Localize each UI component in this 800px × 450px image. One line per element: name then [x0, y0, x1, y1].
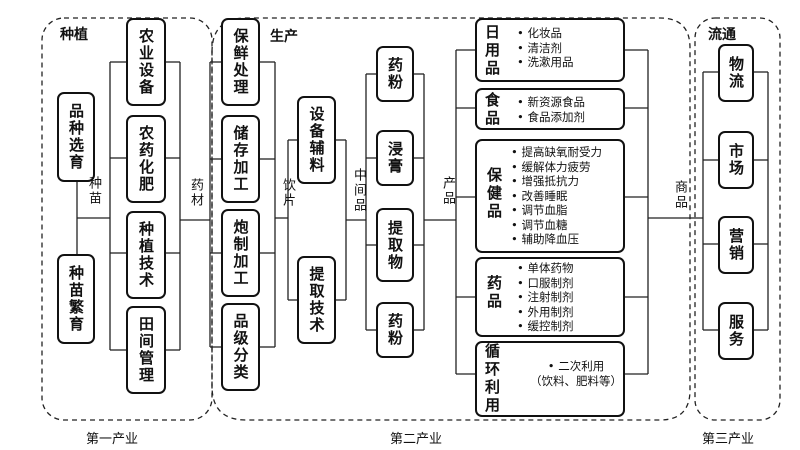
node-market: 市场	[718, 131, 754, 189]
product-recycling: 循环利用 • 二次利用 （饮料、肥料等）	[475, 341, 625, 417]
node-variety-breeding: 品种选育	[57, 92, 95, 182]
list-item: 外用制剂	[517, 305, 573, 320]
list-item: • 二次利用	[547, 359, 605, 373]
list-item: 缓控制剂	[517, 319, 573, 334]
list-item: 调节血脂	[511, 203, 602, 218]
list-item: （饮料、肥料等）	[530, 374, 622, 388]
region-title-production: 生产	[270, 29, 298, 45]
list-item: 改善睡眠	[511, 189, 602, 204]
flow-label-intermediate: 中间品	[351, 168, 366, 213]
list-item: 新资源食品	[517, 95, 585, 110]
flow-label-herb: 药材	[188, 178, 203, 208]
node-powder-1: 药粉	[376, 46, 414, 102]
flow-label-seedling: 种苗	[86, 176, 101, 206]
list-item: 缓解体力疲劳	[511, 160, 602, 175]
product-title: 保健品	[485, 167, 503, 221]
list-item: 提高缺氧耐受力	[511, 145, 602, 160]
node-logistics: 物流	[718, 44, 754, 102]
list-item: 洗漱用品	[517, 55, 573, 70]
product-items: 单体药物 口服制剂 注射制剂 外用制剂 缓控制剂	[517, 261, 573, 334]
product-health: 保健品 提高缺氧耐受力 缓解体力疲劳 增强抵抗力 改善睡眠 调节血脂 调节血糖 …	[475, 139, 625, 253]
node-extract-paste: 浸膏	[376, 130, 414, 186]
list-item: 食品添加剂	[517, 110, 585, 125]
node-processing-method: 炮制加工	[221, 209, 260, 297]
list-item: 清洁剂	[517, 41, 573, 56]
node-extract: 提取物	[376, 208, 414, 282]
sector-label-primary: 第一产业	[86, 432, 139, 447]
node-preservation: 保鲜处理	[221, 18, 260, 106]
list-item: 口服制剂	[517, 276, 573, 291]
node-pesticide-fertilizer: 农药化肥	[126, 115, 166, 203]
product-items: • 二次利用 （饮料、肥料等）	[529, 359, 623, 389]
node-storage-processing: 储存加工	[221, 115, 260, 203]
flow-label-decoction: 饮片	[280, 178, 295, 208]
node-powder-2: 药粉	[376, 302, 414, 358]
flow-label-product: 产品	[440, 176, 455, 206]
node-planting-tech: 种植技术	[126, 211, 166, 299]
node-extraction-tech: 提取技术	[297, 256, 336, 344]
node-agri-equipment: 农业设备	[126, 18, 166, 106]
region-planting-outline	[41, 17, 213, 421]
node-grading: 品级分类	[221, 303, 260, 391]
sector-label-secondary: 第二产业	[390, 432, 443, 447]
product-title: 日用品	[483, 24, 501, 78]
region-title-circulation: 流通	[708, 27, 736, 43]
list-item: 调节血糖	[511, 218, 602, 233]
node-marketing: 营销	[718, 216, 754, 274]
list-item: 单体药物	[517, 261, 573, 276]
region-circulation-outline	[694, 17, 781, 421]
product-food: 食品 新资源食品 食品添加剂	[475, 88, 625, 130]
node-seedling-propagation: 种苗繁育	[57, 254, 95, 344]
list-item: 辅助降血压	[511, 232, 602, 247]
node-field-management: 田间管理	[126, 306, 166, 394]
product-title: 食品	[483, 92, 501, 128]
region-production-outline	[211, 17, 691, 421]
list-item: 增强抵抗力	[511, 174, 602, 189]
product-title: 循环利用	[483, 343, 501, 415]
product-title: 药品	[485, 275, 503, 311]
product-medicine: 药品 单体药物 口服制剂 注射制剂 外用制剂 缓控制剂	[475, 257, 625, 337]
list-item: 化妆品	[517, 26, 573, 41]
product-items: 提高缺氧耐受力 缓解体力疲劳 增强抵抗力 改善睡眠 调节血脂 调节血糖 辅助降血…	[511, 145, 602, 247]
sector-label-tertiary: 第三产业	[702, 432, 755, 447]
list-item: 注射制剂	[517, 290, 573, 305]
product-items: 化妆品 清洁剂 洗漱用品	[517, 26, 573, 70]
product-items: 新资源食品 食品添加剂	[517, 95, 585, 124]
flow-label-commodity: 商品	[672, 180, 687, 210]
node-equipment-materials: 设备辅料	[297, 96, 336, 184]
region-title-planting: 种植	[60, 27, 88, 43]
node-service: 服务	[718, 302, 754, 360]
product-daily-use: 日用品 化妆品 清洁剂 洗漱用品	[475, 18, 625, 82]
